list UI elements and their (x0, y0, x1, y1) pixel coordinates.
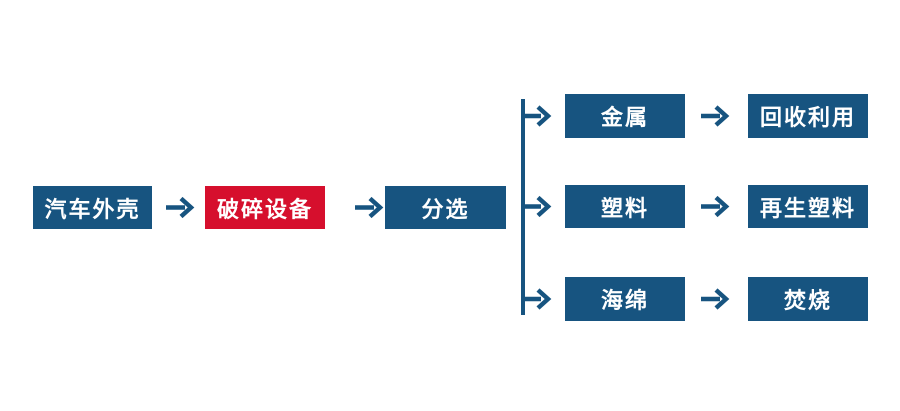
arrow-sponge-to-incineration (701, 288, 730, 310)
node-incineration: 焚烧 (748, 277, 868, 321)
node-recycle-reuse: 回收利用 (748, 94, 868, 138)
node-plastic: 塑料 (565, 185, 685, 228)
arrow-source-to-crusher (166, 196, 195, 219)
node-car-shell: 汽车外壳 (33, 186, 152, 229)
arrow-crusher-to-sorting (355, 196, 384, 219)
node-metal: 金属 (565, 94, 685, 138)
arrow-plastic-to-recycled (701, 195, 730, 218)
node-sponge: 海绵 (565, 277, 685, 321)
node-sorting: 分选 (385, 186, 506, 229)
node-recycled-plastic: 再生塑料 (748, 185, 868, 228)
branch-bracket (521, 99, 552, 315)
node-crushing-equipment: 破碎设备 (205, 186, 325, 229)
arrow-metal-to-recycle (701, 105, 730, 127)
